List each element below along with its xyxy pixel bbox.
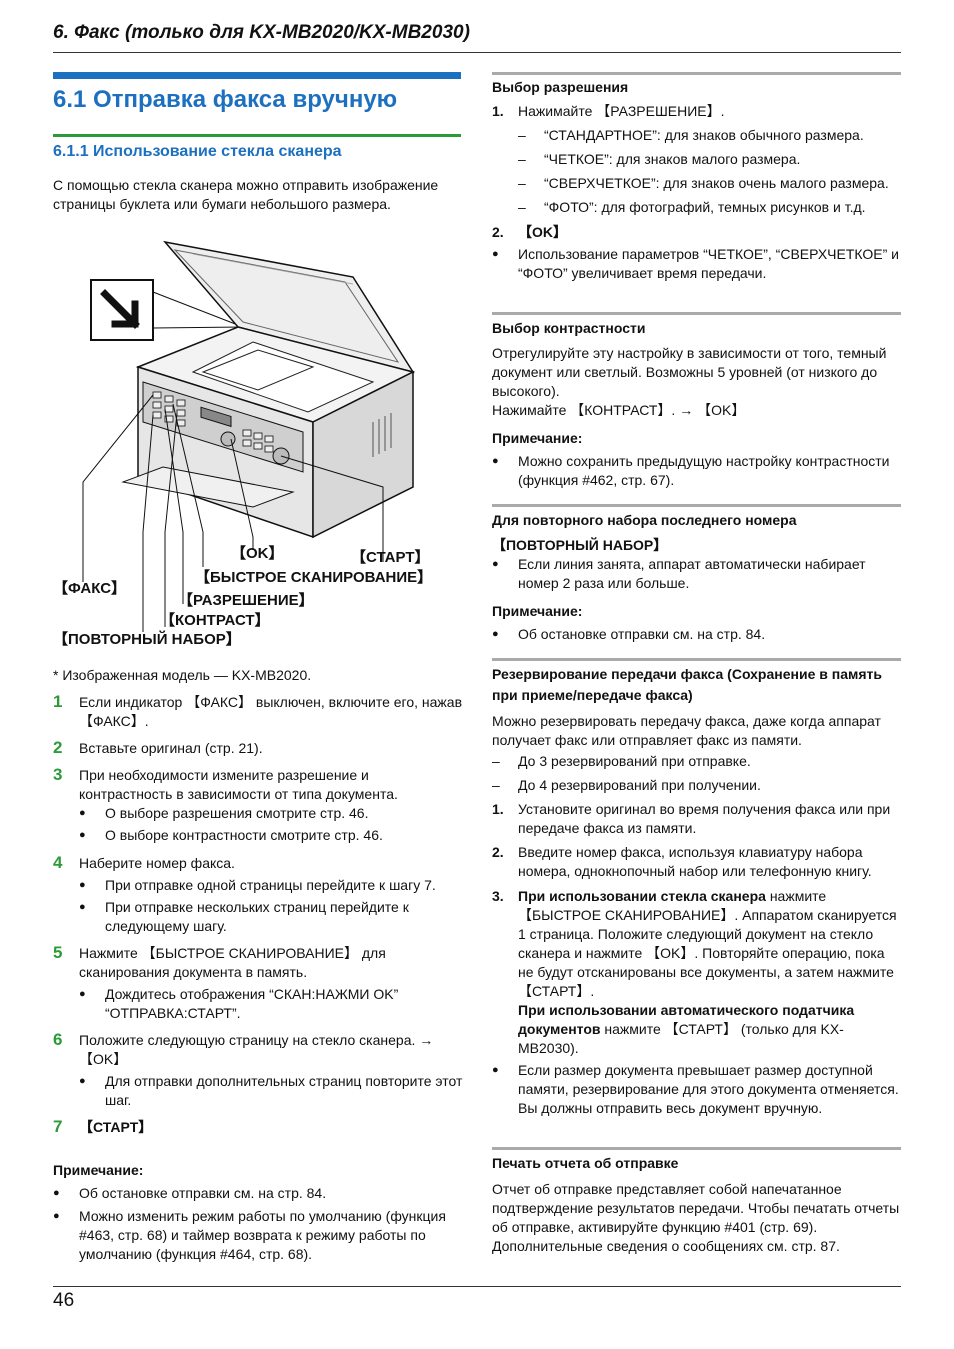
resolution-option: “СТАНДАРТНОЕ”: для знаков обычного разме… [492, 126, 902, 145]
fax-machine-illustration [82, 240, 416, 632]
section-title: 6.1 Отправка факса вручную [53, 86, 398, 113]
step-7: 7【СТАРТ】 [53, 1117, 153, 1136]
redial-label: 【ПОВТОРНЫЙ НАБОР】 [53, 631, 241, 648]
arrow-down-right-icon [100, 289, 140, 329]
contrast-note: Можно сохранить предыдущую настройку кон… [492, 452, 902, 490]
note-bullet: Об остановке отправки см. на стр. 84. [53, 1184, 463, 1203]
left-note: Примечание: Об остановке отправки см. на… [53, 1161, 463, 1264]
redial-key: 【ПОВТОРНЫЙ НАБОР】 [492, 537, 668, 553]
divider [492, 658, 901, 661]
step-5-bullet: Дождитесь отображения “СКАН:НАЖМИ OK” “О… [79, 985, 463, 1023]
fax-label: 【ФАКС】 [53, 580, 127, 597]
quick-scan-label: 【БЫСТРОЕ СКАНИРОВАНИЕ】 [195, 569, 433, 586]
start-label: 【СТАРТ】 [351, 549, 430, 566]
report-section: Печать отчета об отправке Отчет об отпра… [492, 1154, 902, 1256]
reserve-step-3b: При использовании автоматического податч… [518, 1002, 855, 1056]
footer-divider [53, 1286, 901, 1287]
navigator-key [220, 431, 236, 447]
resolution-step-1: 1.Нажимайте 【РАЗРЕШЕНИЕ】. [492, 103, 725, 119]
note-heading: Примечание: [492, 430, 583, 446]
ok-label: 【OK】 [231, 545, 284, 562]
resolution-option: “ЧЕТКОЕ”: для знаков малого размера. [492, 150, 902, 169]
divider [492, 504, 901, 507]
step-6-bullet: Для отправки дополнительных страниц повт… [79, 1072, 463, 1110]
machine-side [312, 370, 414, 539]
section-accent-bar [53, 72, 461, 79]
contrast-text: Отрегулируйте эту настройку в зависимост… [492, 345, 887, 399]
resolution-section: Выбор разрешения 1.Нажимайте 【РАЗРЕШЕНИЕ… [492, 78, 902, 283]
resolution-step-2: 2.【OK】 [492, 224, 567, 240]
redial-heading: Для повторного набора последнего номера [492, 512, 797, 528]
figure-caption: * Изображенная модель — KX-MB2020. [53, 667, 312, 683]
reserve-text: Можно резервировать передачу факса, даже… [492, 713, 881, 748]
reserve-step-3: 3.При использовании стекла сканера нажми… [492, 888, 897, 999]
reserve-section: Резервирование передачи факса (Сохранени… [492, 664, 902, 1118]
step-4-bullet: При отправке нескольких страниц перейдит… [79, 898, 463, 936]
reserve-step-2: 2.Введите номер факса, используя клавиат… [492, 844, 872, 879]
contrast-action: Нажимайте 【КОНТРАСТ】. → 【OK】 [492, 402, 746, 418]
redial-section: Для повторного набора последнего номера … [492, 511, 902, 644]
reserve-step-1: 1.Установите оригинал во время получения… [492, 801, 891, 836]
note-heading: Примечание: [53, 1162, 144, 1178]
scanner-figure: 【OK】 【СТАРТ】 【БЫСТРОЕ СКАНИРОВАНИЕ】 【ФАК… [53, 232, 463, 657]
chapter-header: 6. Факс (только для KX-MB2020/KX-MB2030) [53, 22, 470, 43]
note-bullet: Можно изменить режим работы по умолчанию… [53, 1207, 463, 1264]
note-heading: Примечание: [492, 603, 583, 619]
reserve-bullet: Если размер документа превышает размер д… [492, 1061, 902, 1118]
resolution-label: 【РАЗРЕШЕНИЕ】 [178, 592, 314, 609]
reserve-limit: До 3 резервирований при отправке. [492, 752, 902, 771]
resolution-bullet: Использование параметров “ЧЕТКОЕ”, “СВЕР… [492, 245, 902, 283]
contrast-label: 【КОНТРАСТ】 [160, 612, 270, 629]
divider [492, 1147, 901, 1150]
resolution-option: “СВЕРХЧЕТКОЕ”: для знаков очень малого р… [492, 174, 902, 193]
header-divider [53, 52, 901, 53]
document-booklet [201, 349, 315, 391]
report-text: Отчет об отправке представляет собой нап… [492, 1181, 900, 1254]
contrast-heading: Выбор контрастности [492, 320, 646, 336]
step-4-bullet: При отправке одной страницы перейдите к … [79, 876, 463, 895]
resolution-option: “ФОТО”: для фотографий, темных рисунков … [492, 198, 902, 217]
contrast-section: Выбор контрастности Отрегулируйте эту на… [492, 319, 902, 490]
report-heading: Печать отчета об отправке [492, 1155, 679, 1171]
reserve-limit: До 4 резервирований при получении. [492, 776, 902, 795]
subsection-divider [53, 134, 461, 137]
step-3-bullet: О выборе контрастности смотрите стр. 46. [79, 826, 463, 845]
redial-bullet: Если линия занята, аппарат автоматически… [492, 555, 902, 593]
step-3-bullet: О выборе разрешения смотрите стр. 46. [79, 804, 463, 823]
redial-note: Об остановке отправки см. на стр. 84. [492, 625, 902, 644]
divider [492, 312, 901, 315]
page-number: 46 [53, 1290, 75, 1311]
subsection-title: 6.1.1 Использование стекла сканера [53, 143, 342, 160]
divider [492, 72, 901, 75]
resolution-heading: Выбор разрешения [492, 79, 629, 95]
output-tray [121, 466, 295, 508]
reserve-heading: Резервирование передачи факса (Сохранени… [492, 666, 882, 703]
intro-text: С помощью стекла сканера можно отправить… [53, 177, 439, 212]
